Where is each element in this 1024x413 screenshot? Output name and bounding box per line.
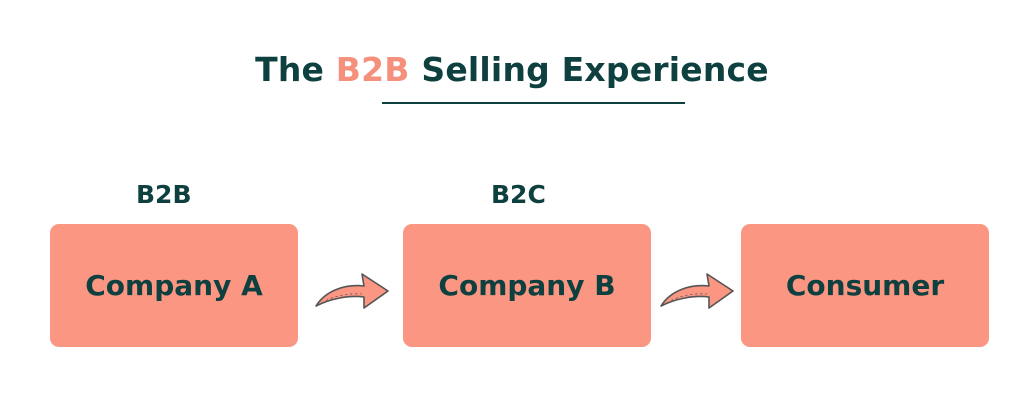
title-highlight: B2B — [335, 50, 410, 89]
node-consumer-label: Consumer — [785, 269, 945, 302]
node-company-a-label: Company A — [85, 269, 263, 302]
page-title: The B2B Selling Experience — [0, 50, 1024, 89]
title-underline — [382, 102, 685, 104]
title-suffix: Selling Experience — [409, 50, 769, 89]
curved-arrow-icon — [660, 273, 734, 309]
stage-label-b2c: B2C — [491, 180, 546, 209]
node-company-b: Company B — [403, 224, 651, 347]
node-company-a: Company A — [50, 224, 298, 347]
stage-label-b2b: B2B — [136, 180, 192, 209]
title-prefix: The — [255, 50, 336, 89]
node-company-b-label: Company B — [438, 269, 616, 302]
node-consumer: Consumer — [741, 224, 989, 347]
curved-arrow-icon — [315, 273, 389, 309]
